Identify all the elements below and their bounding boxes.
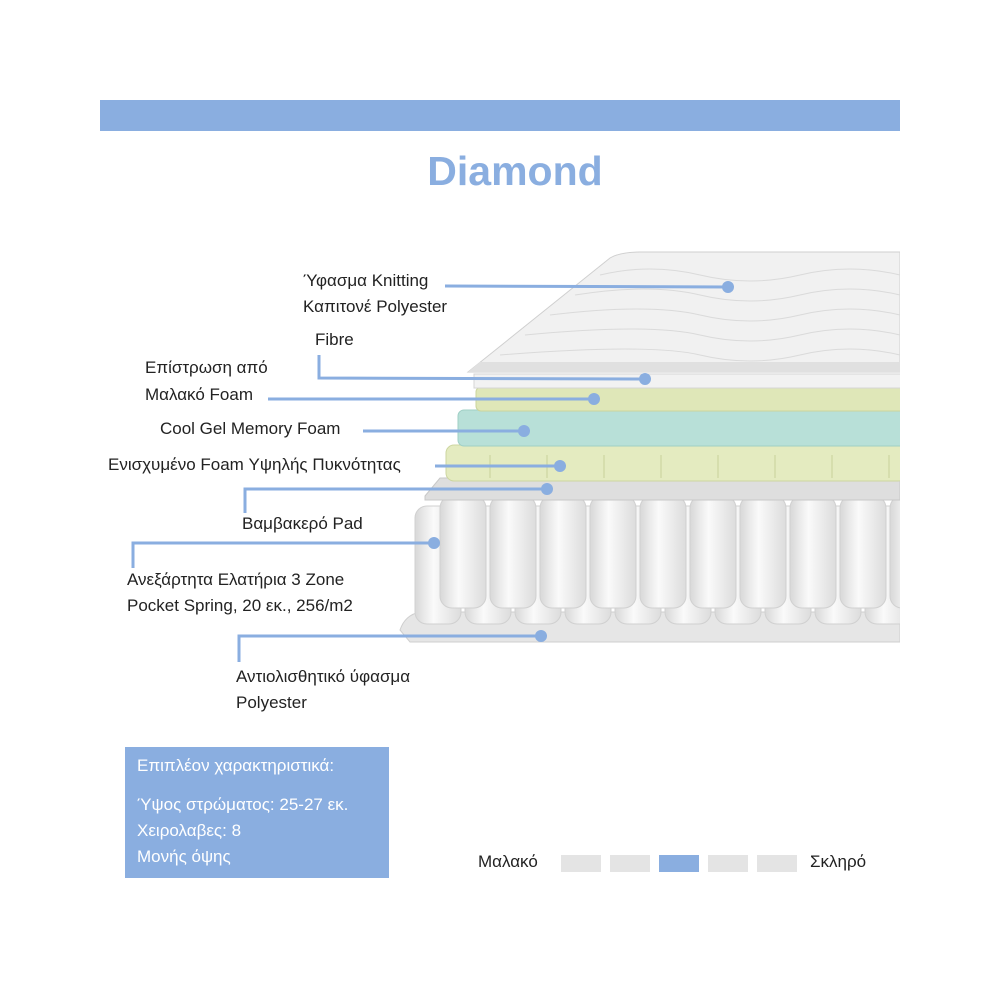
spring-coil <box>789 495 837 609</box>
marker-dot <box>518 425 530 437</box>
label-base-1: Αντιολισθητικό ύφασμα <box>236 667 411 686</box>
leader-line-springs <box>131 541 434 568</box>
marker-dot <box>722 281 734 293</box>
label-soft-foam-2: Μαλακό Foam <box>145 385 253 404</box>
feature-item: Ύψος στρώματος: 25-27 εκ. <box>137 795 349 814</box>
header-bar <box>100 100 900 131</box>
firmness-segment-5 <box>757 855 797 872</box>
firmness-soft-label: Μαλακό <box>478 852 538 871</box>
quilt-stitch <box>599 268 900 282</box>
spring-coil <box>889 495 900 609</box>
fibre-layer <box>473 373 900 389</box>
firmness-segment-3 <box>659 855 699 872</box>
quilt-stitch <box>524 328 900 342</box>
spring-coil <box>489 495 537 609</box>
marker-dot <box>535 630 547 642</box>
spring-coil <box>639 495 687 609</box>
marker-dot <box>588 393 600 405</box>
label-springs-2: Pocket Spring, 20 εκ., 256/m2 <box>127 596 353 615</box>
marker-dot <box>554 460 566 472</box>
label-hd-foam: Ενισχυμένο Foam Υψηλής Πυκνότητας <box>108 455 401 474</box>
spring-coil <box>839 495 887 609</box>
leader-line-pad <box>243 487 547 513</box>
marker-dot <box>541 483 553 495</box>
quilt-stitch <box>549 308 900 322</box>
label-springs-1: Ανεξάρτητα Ελατήρια 3 Zone <box>127 570 345 589</box>
feature-item: Μονής όψης <box>137 847 231 866</box>
quilt-stitch <box>499 348 900 362</box>
label-pad: Βαμβακερό Pad <box>242 514 363 533</box>
leader-line-base <box>237 634 541 662</box>
firmness-segment-2 <box>610 855 650 872</box>
firmness-hard-label: Σκληρό <box>810 852 867 871</box>
marker-dot <box>639 373 651 385</box>
product-title: Diamond <box>427 148 603 194</box>
spring-coil <box>539 495 587 609</box>
label-soft-foam-1: Επίστρωση από <box>145 358 268 377</box>
features-heading: Επιπλέον χαρακτηριστικά: <box>137 756 335 775</box>
label-base-2: Polyester <box>236 693 307 712</box>
firmness-segment-1 <box>561 855 601 872</box>
spring-coil <box>689 495 737 609</box>
hd-foam-layer <box>445 444 900 482</box>
leader-line-fibre <box>317 355 646 381</box>
label-cover-2: Καπιτονέ Polyester <box>303 297 448 316</box>
features-box: Επιπλέον χαρακτηριστικά: Ύψος στρώματος:… <box>125 747 389 878</box>
spring-coil <box>739 495 787 609</box>
pocket-springs-layer <box>414 495 900 625</box>
label-cover-1: Ύφασμα Knitting <box>303 271 429 290</box>
label-fibre: Fibre <box>315 330 354 349</box>
label-gel-foam: Cool Gel Memory Foam <box>160 419 341 438</box>
marker-dot <box>428 537 440 549</box>
leader-line-cover <box>444 284 729 289</box>
quilt-stitch <box>574 288 900 302</box>
firmness-segment-4 <box>708 855 748 872</box>
feature-item: Χειρολαβες: 8 <box>137 821 242 840</box>
spring-coil <box>439 495 487 609</box>
spring-coil <box>589 495 637 609</box>
